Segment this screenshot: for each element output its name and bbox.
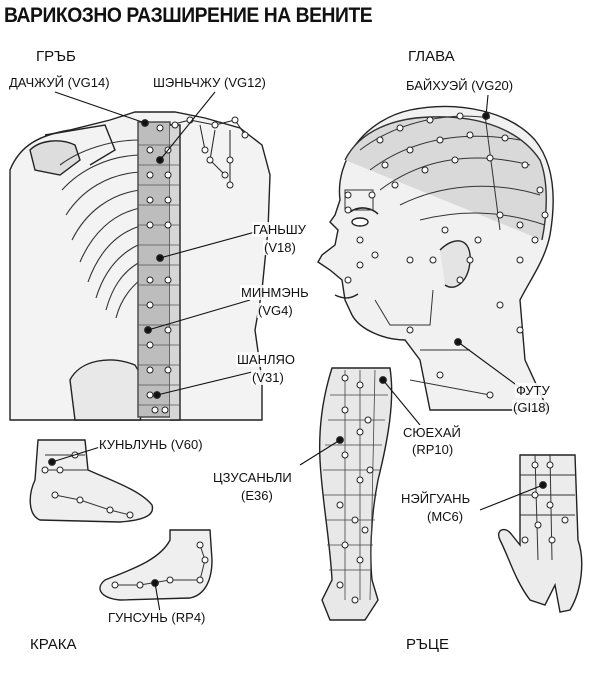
point-code-neiguan: (MC6) bbox=[426, 509, 465, 524]
head-figure bbox=[317, 105, 554, 411]
point-code-futu: (GI18) bbox=[512, 400, 551, 415]
point-label-futu: ФУТУ bbox=[515, 383, 551, 398]
point-label-mingmen: МИНМЭНЬ bbox=[240, 285, 310, 300]
point-code-ganshu: (V18) bbox=[263, 240, 297, 255]
foot-lower bbox=[99, 529, 213, 601]
foot-upper bbox=[29, 439, 154, 523]
leader-lines bbox=[51, 91, 544, 613]
point-label-shenzhu: ШЭНЬЧЖУ (VG12) bbox=[152, 75, 267, 90]
section-legs-label: КРАКА bbox=[30, 636, 77, 653]
point-code-xuehai: (RP10) bbox=[411, 442, 455, 457]
point-label-neiguan: НЭЙГУАНЬ bbox=[400, 491, 472, 506]
point-label-dazhui: ДАЧЖУЙ (VG14) bbox=[8, 75, 111, 90]
page-title: ВАРИКОЗНО РАЗШИРЕНИЕ НА ВЕНИТЕ bbox=[4, 4, 373, 27]
point-label-xuehai: СЮЕХАЙ bbox=[402, 425, 462, 440]
point-label-zusanli: ЦЗУСАНЬЛИ bbox=[212, 470, 293, 485]
point-code-mingmen: (VG4) bbox=[257, 303, 294, 318]
point-label-ganshu: ГАНЬШУ bbox=[252, 222, 307, 237]
back-figure bbox=[9, 111, 271, 421]
point-label-kunlun: КУНЬЛУНЬ (V60) bbox=[98, 437, 204, 452]
point-label-shanliao: ШАНЛЯО bbox=[236, 352, 297, 367]
leg-figure bbox=[318, 367, 393, 621]
section-back-label: ГРЪБ bbox=[36, 48, 76, 65]
point-label-gongsun: ГУНСУНЬ (RP4) bbox=[107, 610, 207, 625]
section-head-label: ГЛАВА bbox=[408, 48, 455, 65]
point-code-shanliao: (V31) bbox=[251, 370, 285, 385]
hand-figure bbox=[498, 454, 583, 613]
point-code-zusanli: (E36) bbox=[240, 488, 274, 503]
point-label-baihui: БАЙХУЭЙ (VG20) bbox=[405, 78, 515, 93]
section-hands-label: РЪЦЕ bbox=[406, 636, 449, 653]
